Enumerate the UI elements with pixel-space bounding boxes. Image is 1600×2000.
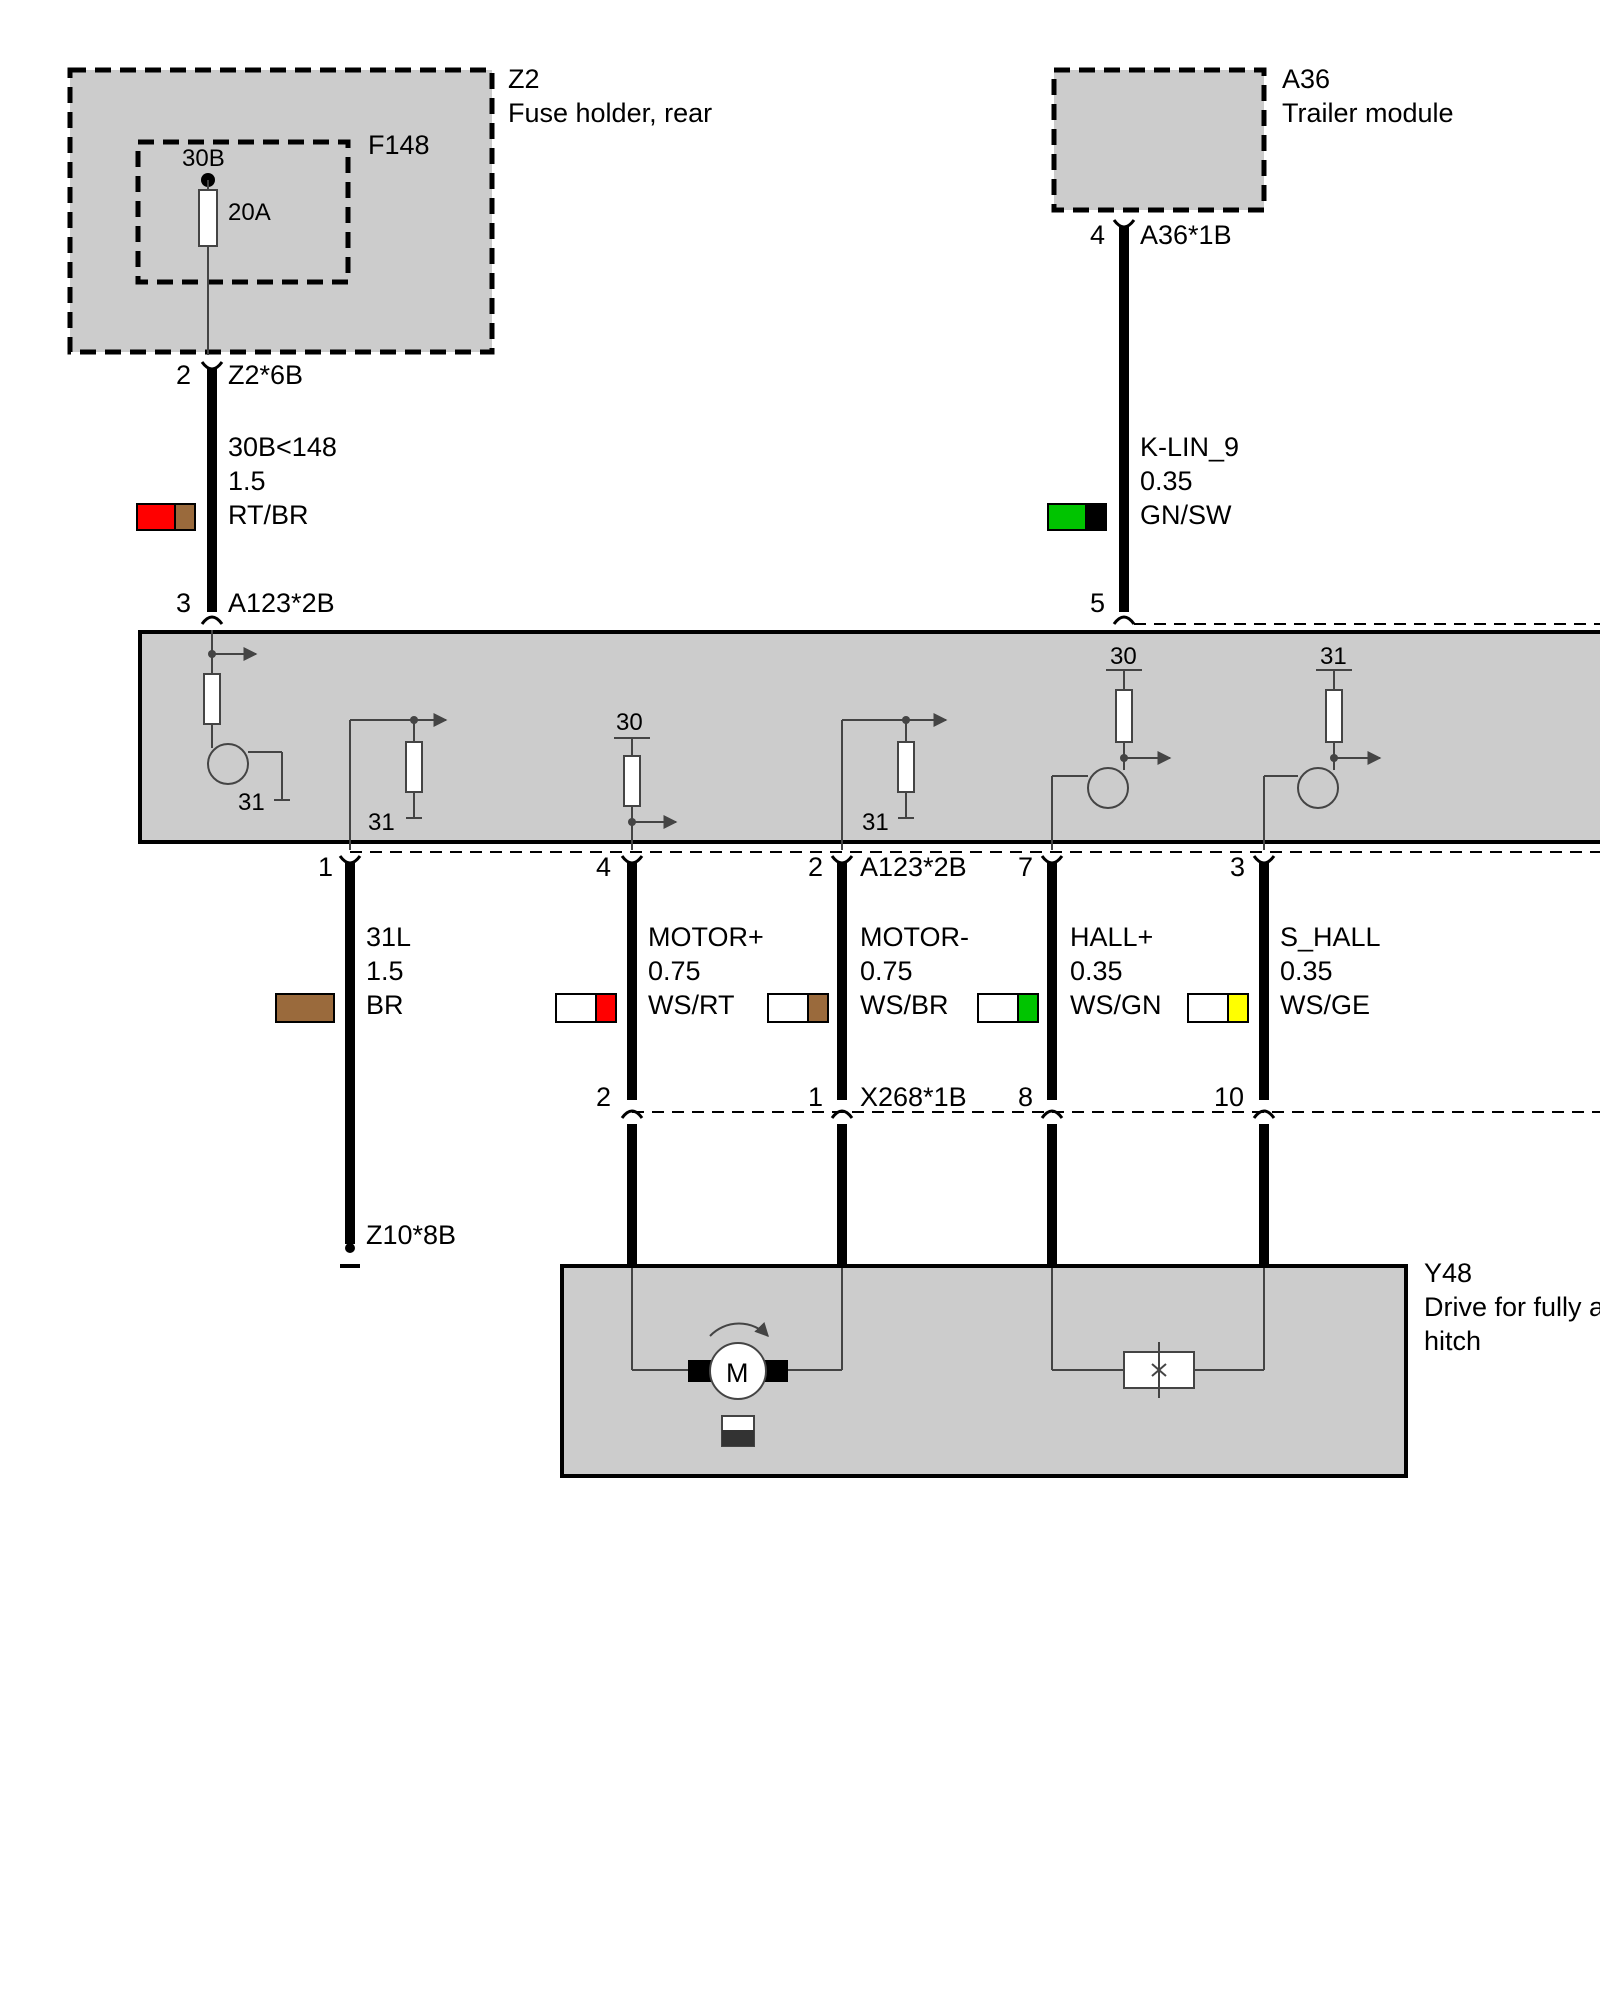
- label-31-a: 31: [238, 789, 265, 816]
- wire-motor-minus-swatch-ws: [767, 993, 809, 1023]
- wire-30b-size: 1.5: [228, 466, 266, 496]
- a36-id: A36: [1282, 64, 1330, 94]
- x268-pin-10: 10: [1214, 1082, 1244, 1112]
- wire-30b-swatch-br: [174, 503, 196, 531]
- high-side-driver: 31: [203, 630, 290, 816]
- a123-top-pin-left: 3: [176, 588, 191, 618]
- x268-pin-2: 2: [596, 1082, 611, 1112]
- wire-motor-minus-swatch-br: [807, 993, 829, 1023]
- a36-trailer-module: A36 Trailer module: [1051, 64, 1454, 213]
- wire-s-hall-size: 0.35: [1280, 956, 1333, 986]
- wire-s-hall-swatch-ws: [1187, 993, 1229, 1023]
- wire-s-hall-swatch-ge: [1227, 993, 1249, 1023]
- wire-s-hall-color: WS/GE: [1280, 990, 1370, 1020]
- motor-plus-driver: 30: [614, 709, 678, 850]
- wire-31l-color: BR: [366, 990, 404, 1020]
- f148-rating: 20A: [228, 199, 271, 226]
- wire-motor-minus: MOTOR- 0.75 WS/BR 1 X268*1B: [767, 855, 969, 1266]
- a123-control-unit: 31 31 30: [138, 630, 1600, 850]
- a123-top-name: A123*2B: [228, 588, 335, 618]
- motor-minus-driver: 31: [841, 713, 948, 850]
- wire-motor-minus-size: 0.75: [860, 956, 913, 986]
- z2-connector-name: Z2*6B: [228, 360, 303, 390]
- label-31-c: 31: [862, 809, 889, 836]
- z2-name: Fuse holder, rear: [508, 98, 712, 128]
- wire-30b-swatch-rt: [136, 503, 176, 531]
- hall-sensor-symbol: [1051, 1268, 1265, 1398]
- a123-pin-1: 1: [318, 852, 333, 882]
- wire-motor-plus-color: WS/RT: [648, 990, 735, 1020]
- wire-klin-swatch-gn: [1047, 503, 1087, 531]
- wire-motor-plus-swatch-rt: [595, 993, 617, 1023]
- wire-30b: 2 Z2*6B 30B<148 1.5 RT/BR 3 A123*2B: [136, 360, 337, 625]
- wire-31l: 31L 1.5 BR Z10*8B: [275, 855, 456, 1268]
- connector-a123-top-right: [1112, 615, 1136, 625]
- transistor-symbol-3: [1297, 767, 1339, 809]
- motor-symbol: M: [631, 1268, 843, 1447]
- connector-z2: [200, 361, 224, 371]
- wire-motor-plus-signal: MOTOR+: [648, 922, 764, 952]
- wire-klin-signal: K-LIN_9: [1140, 432, 1239, 462]
- wire-s-hall-signal: S_HALL: [1280, 922, 1381, 952]
- x268-connector-name: X268*1B: [860, 1082, 967, 1112]
- f148-terminal: 30B: [182, 145, 225, 172]
- wire-30b-signal: 30B<148: [228, 432, 337, 462]
- wire-motor-minus-signal: MOTOR-: [860, 922, 969, 952]
- x268-pin-1: 1: [808, 1082, 823, 1112]
- wire-motor-plus: MOTOR+ 0.75 WS/RT 2: [555, 855, 764, 1266]
- a123-bottom-pins: 1 4 2 A123*2B 7 3: [318, 852, 1245, 882]
- transistor-symbol: [207, 743, 249, 785]
- wire-hall-plus-size: 0.35: [1070, 956, 1123, 986]
- y48-name-line2: hitch: [1424, 1326, 1481, 1356]
- label-31-b: 31: [368, 809, 395, 836]
- wire-klin-color: GN/SW: [1140, 500, 1232, 530]
- wire-hall-plus-signal: HALL+: [1070, 922, 1153, 952]
- transistor-symbol-2: [1087, 767, 1129, 809]
- s-hall-driver: 31: [1263, 643, 1382, 850]
- z2-pin: 2: [176, 360, 191, 390]
- wire-30b-color: RT/BR: [228, 500, 309, 530]
- wire-motor-plus-size: 0.75: [648, 956, 701, 986]
- connector-a123-top-left: [200, 615, 224, 625]
- x268-pin-8: 8: [1018, 1082, 1033, 1112]
- wire-hall-plus: HALL+ 0.35 WS/GN 8: [977, 855, 1162, 1266]
- wire-hall-plus-swatch-ws: [977, 993, 1019, 1023]
- y48-id: Y48: [1424, 1258, 1472, 1288]
- wire-klin-size: 0.35: [1140, 466, 1193, 496]
- a123-pin-7: 7: [1018, 852, 1033, 882]
- z2-id: Z2: [508, 64, 540, 94]
- a123-pin-2: 2: [808, 852, 823, 882]
- wire-motor-minus-color: WS/BR: [860, 990, 949, 1020]
- wire-motor-plus-swatch-ws: [555, 993, 597, 1023]
- wire-hall-plus-swatch-gn: [1017, 993, 1039, 1023]
- wire-s-hall: S_HALL 0.35 WS/GE 10: [1187, 855, 1381, 1266]
- wire-31l-signal: 31L: [366, 922, 411, 952]
- a36-name: Trailer module: [1282, 98, 1454, 128]
- a123-pin-4: 4: [596, 852, 611, 882]
- wire-klin: 4 A36*1B K-LIN_9 0.35 GN/SW 5: [1047, 219, 1600, 625]
- label-30-a: 30: [616, 709, 643, 736]
- wire-31l-swatch: [275, 993, 335, 1023]
- a123-top-pin-right: 5: [1090, 588, 1105, 618]
- fuse-symbol: [198, 189, 218, 247]
- y48-drive: Y48 Drive for fully a hitch M: [560, 1258, 1600, 1478]
- label-31-d: 31: [1320, 643, 1347, 670]
- label-30-b: 30: [1110, 643, 1137, 670]
- wire-31l-size: 1.5: [366, 956, 404, 986]
- wire-klin-swatch-sw: [1085, 503, 1107, 531]
- a123-bottom-name: A123*2B: [860, 852, 967, 882]
- a36-pin: 4: [1090, 220, 1105, 250]
- a36-connector-name: A36*1B: [1140, 220, 1232, 250]
- connector-a36: [1112, 219, 1136, 229]
- wire-hall-plus-color: WS/GN: [1070, 990, 1162, 1020]
- f148-id: F148: [368, 130, 430, 160]
- hall-plus-driver: 30: [1051, 643, 1172, 850]
- ground-driver-1: 31: [349, 713, 448, 850]
- y48-name-line1: Drive for fully a: [1424, 1292, 1600, 1322]
- a123-pin-3: 3: [1230, 852, 1245, 882]
- z2-fuse-holder: Z2 Fuse holder, rear F148 30B 20A: [67, 64, 712, 355]
- ground-connector-name: Z10*8B: [366, 1220, 456, 1250]
- motor-label: M: [726, 1358, 749, 1388]
